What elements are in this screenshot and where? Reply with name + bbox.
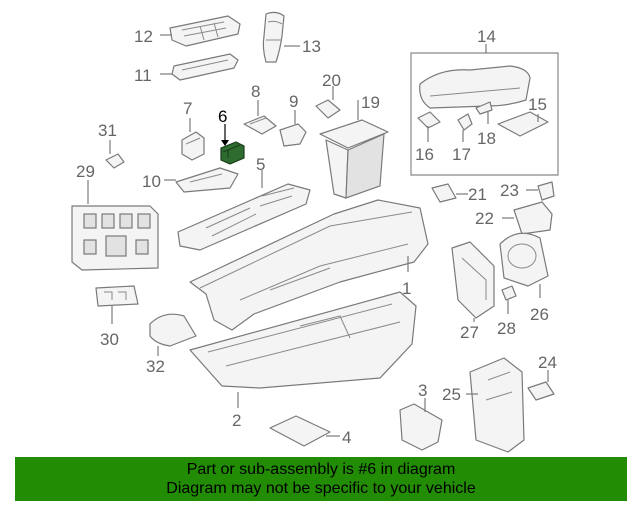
callout-16[interactable]: 16 — [415, 145, 434, 164]
callout-31[interactable]: 31 — [98, 121, 117, 140]
callout-6[interactable]: 6 — [218, 107, 227, 126]
callout-26[interactable]: 26 — [530, 305, 549, 324]
part-20[interactable] — [315, 99, 341, 119]
part-10[interactable] — [175, 167, 239, 193]
callout-11[interactable]: 11 — [134, 66, 152, 85]
callout-17[interactable]: 17 — [452, 145, 471, 164]
part-13[interactable] — [262, 11, 285, 63]
part-27[interactable] — [451, 241, 495, 319]
callout-32[interactable]: 32 — [146, 357, 165, 376]
callout-24[interactable]: 24 — [538, 353, 557, 372]
callout-5[interactable]: 5 — [256, 155, 265, 174]
callout-4[interactable]: 4 — [342, 428, 351, 447]
callout-23[interactable]: 23 — [500, 181, 519, 200]
part-9[interactable] — [279, 123, 307, 147]
part-29[interactable] — [71, 205, 159, 271]
callout-25[interactable]: 25 — [442, 385, 461, 404]
callout-21[interactable]: 21 — [468, 185, 487, 204]
callout-10[interactable]: 10 — [142, 172, 161, 191]
part-22[interactable] — [513, 201, 553, 235]
part-23[interactable] — [537, 181, 555, 201]
part-7[interactable] — [181, 131, 205, 161]
part-28[interactable] — [501, 285, 517, 301]
callout-15[interactable]: 15 — [528, 95, 547, 114]
callout-12[interactable]: 12 — [134, 27, 153, 46]
callout-3[interactable]: 3 — [418, 381, 427, 400]
callout-2[interactable]: 2 — [232, 411, 241, 430]
callout-29[interactable]: 29 — [76, 162, 95, 181]
callout-27[interactable]: 27 — [460, 323, 479, 342]
part-24[interactable] — [527, 381, 555, 401]
part-3[interactable] — [399, 403, 443, 451]
callout-1[interactable]: 1 — [402, 279, 411, 298]
part-21[interactable] — [431, 183, 457, 203]
footer-line-1: Part or sub-assembly is #6 in diagram — [186, 461, 456, 478]
part-32[interactable] — [149, 313, 197, 347]
part-4[interactable] — [269, 415, 331, 447]
part-26[interactable] — [499, 232, 549, 287]
footer-banner: Part or sub-assembly is #6 in diagram Di… — [15, 457, 627, 501]
callout-19[interactable]: 19 — [361, 93, 380, 112]
callout-28[interactable]: 28 — [497, 319, 516, 338]
callout-9[interactable]: 9 — [289, 92, 298, 111]
part-1[interactable] — [189, 199, 429, 331]
callout-22[interactable]: 22 — [475, 209, 494, 228]
callout-20[interactable]: 20 — [322, 71, 341, 90]
callout-13[interactable]: 13 — [302, 37, 321, 56]
footer-line-2: Diagram may not be specific to your vehi… — [166, 480, 476, 497]
callout-14[interactable]: 14 — [477, 27, 496, 46]
part-31[interactable] — [105, 153, 125, 169]
callout-8[interactable]: 8 — [251, 82, 260, 101]
part-5[interactable] — [177, 183, 311, 251]
part-8[interactable] — [243, 115, 277, 135]
callout-30[interactable]: 30 — [100, 330, 119, 349]
part-6[interactable] — [220, 141, 245, 165]
part-19[interactable] — [319, 119, 389, 199]
part-30[interactable] — [95, 285, 139, 307]
part-11[interactable] — [171, 53, 239, 81]
part-25[interactable] — [469, 357, 525, 453]
part-2[interactable] — [189, 291, 417, 389]
callout-7[interactable]: 7 — [183, 99, 192, 118]
callout-18[interactable]: 18 — [477, 129, 496, 148]
part-14-kit[interactable] — [410, 52, 559, 176]
part-12[interactable] — [169, 15, 241, 47]
